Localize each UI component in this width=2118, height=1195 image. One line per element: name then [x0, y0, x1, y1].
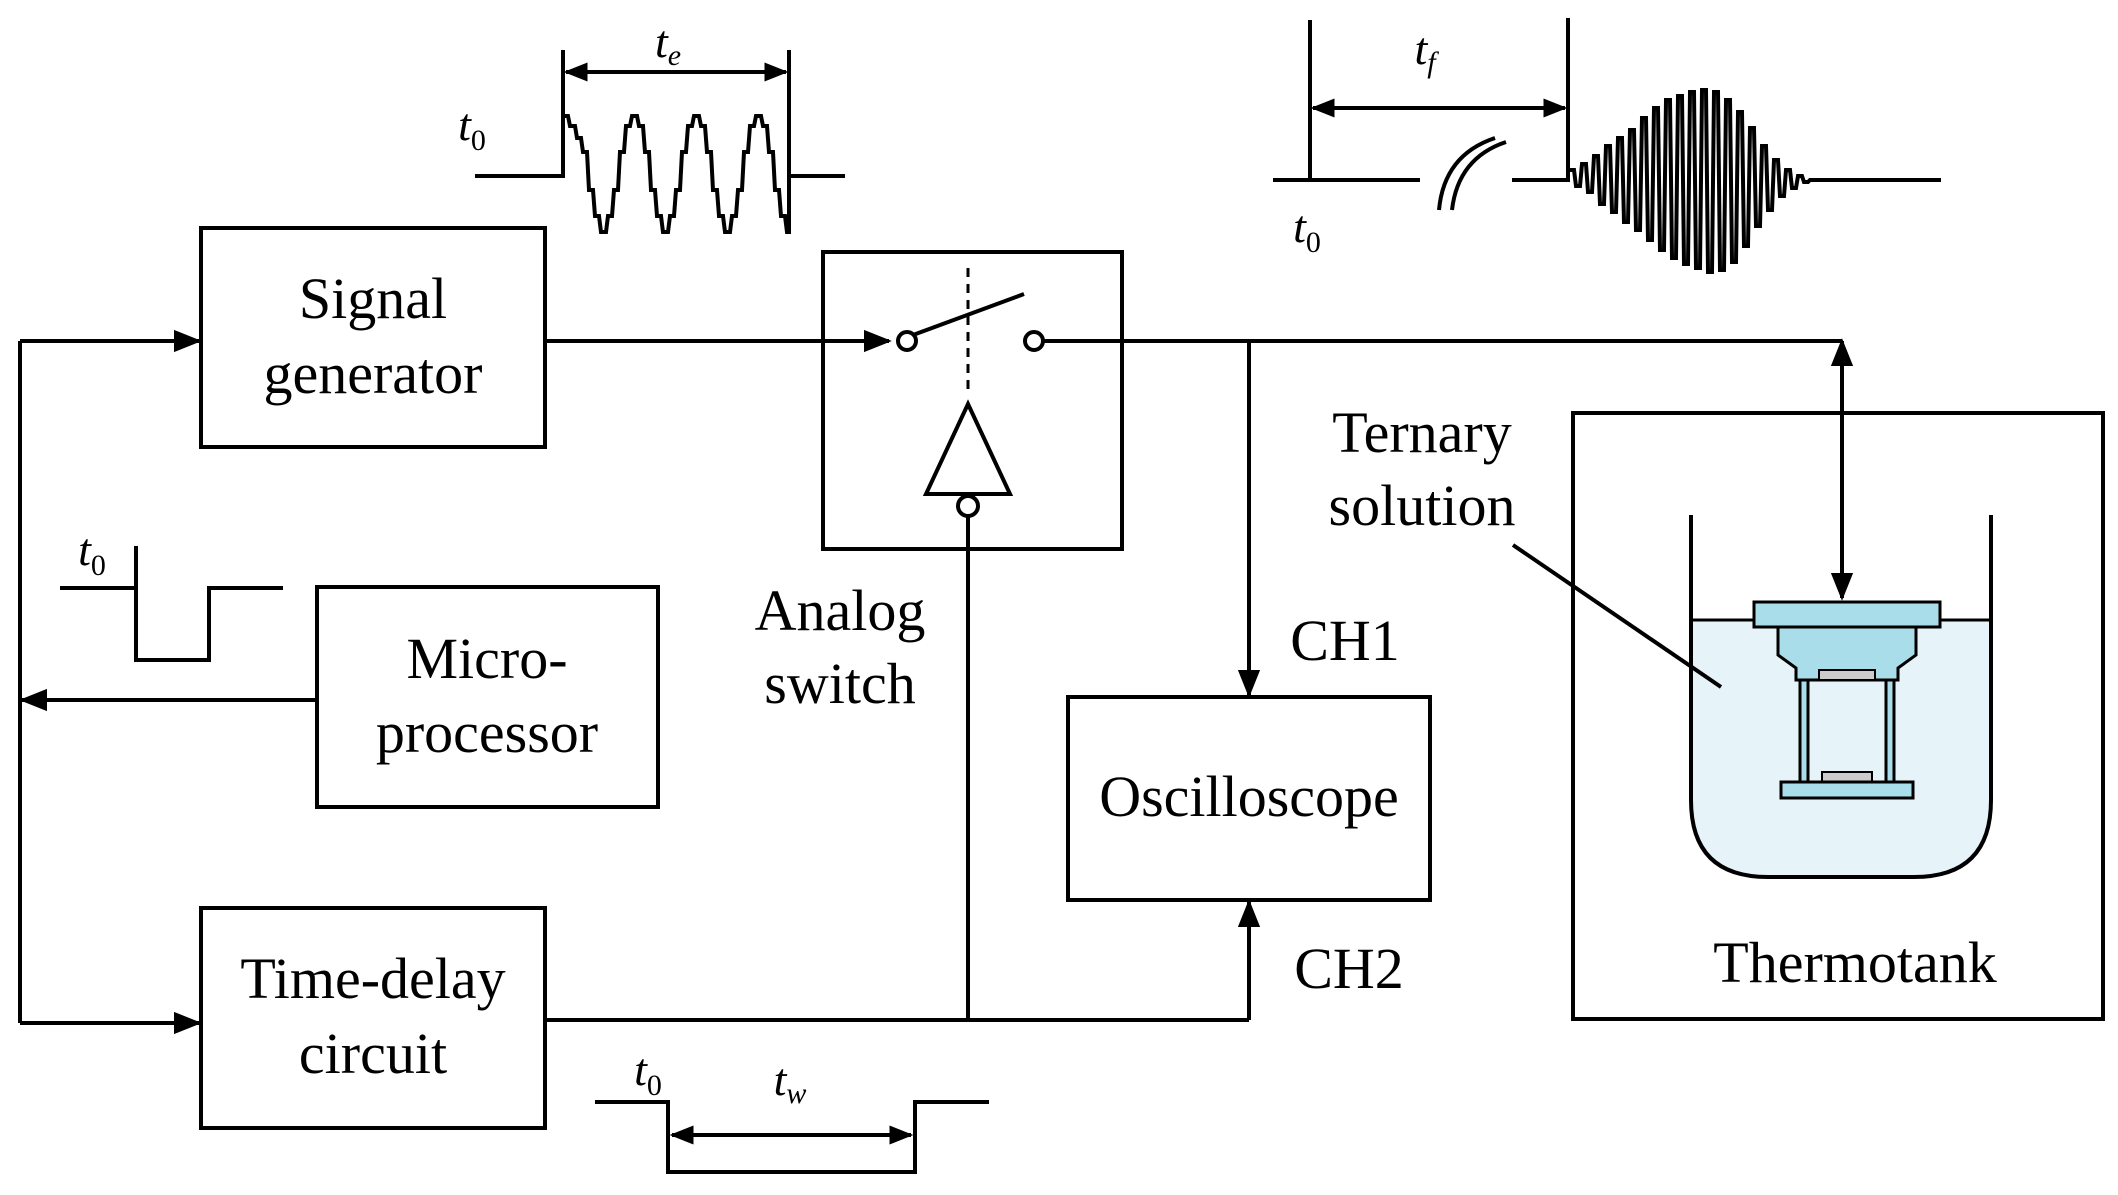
tf-label: tf — [1414, 23, 1439, 79]
ch2-label: CH2 — [1294, 936, 1404, 1001]
transducer-top-plate — [1752, 600, 1942, 629]
t0-label-trigger: t0 — [78, 524, 106, 582]
te-label: te — [655, 16, 681, 72]
microprocessor-label-2: processor — [376, 700, 598, 765]
microprocessor-label-1: Micro- — [406, 626, 567, 691]
ternary-solution-leader — [1511, 543, 1723, 689]
t0-label-echo: t0 — [1293, 201, 1321, 259]
transducer-base-plate — [1779, 780, 1915, 800]
time-delay-label-2: circuit — [299, 1021, 447, 1086]
analog-switch-label-1: Analog — [755, 578, 926, 643]
signal-generator-label-1: Signal — [299, 266, 447, 331]
t0-label-gate: t0 — [634, 1044, 662, 1102]
excitation-burst-waveform — [475, 50, 845, 234]
analog-switch-label-2: switch — [764, 651, 915, 716]
solution-liquid — [1691, 620, 1991, 877]
ternary-solution-label-2: solution — [1329, 473, 1516, 538]
thermotank-label: Thermotank — [1713, 930, 1996, 995]
switch-blade — [912, 292, 1025, 337]
ch1-label: CH1 — [1290, 608, 1400, 673]
transducer-element-top — [1818, 669, 1876, 681]
microprocessor-box — [315, 585, 660, 809]
gate-pulse-waveform — [595, 1100, 989, 1174]
transducer-post-left — [1798, 678, 1810, 784]
beaker — [1689, 515, 1993, 879]
switch-driver-triangle — [922, 399, 1014, 496]
echo-break-symbol — [1437, 136, 1507, 211]
time-delay-label-1: Time-delay — [240, 946, 505, 1011]
t0-label-excitation: t0 — [458, 99, 486, 157]
transducer-housing — [1776, 625, 1918, 682]
trigger-pulse-waveform — [60, 546, 283, 662]
analog-switch-box — [821, 250, 1124, 551]
signal-generator-label-2: generator — [264, 341, 483, 406]
oscilloscope-label: Oscilloscope — [1099, 764, 1399, 829]
transducer-post-right — [1884, 678, 1896, 784]
echo-received-waveform — [1512, 18, 1941, 274]
ternary-solution-label-1: Ternary — [1332, 400, 1512, 465]
switch-output-contact — [1023, 330, 1045, 352]
switch-input-contact — [896, 330, 918, 352]
time-delay-circuit-box — [199, 906, 547, 1130]
signal-generator-box — [199, 226, 547, 449]
switch-driver-bubble — [956, 494, 980, 518]
tw-label: tw — [774, 1054, 807, 1110]
